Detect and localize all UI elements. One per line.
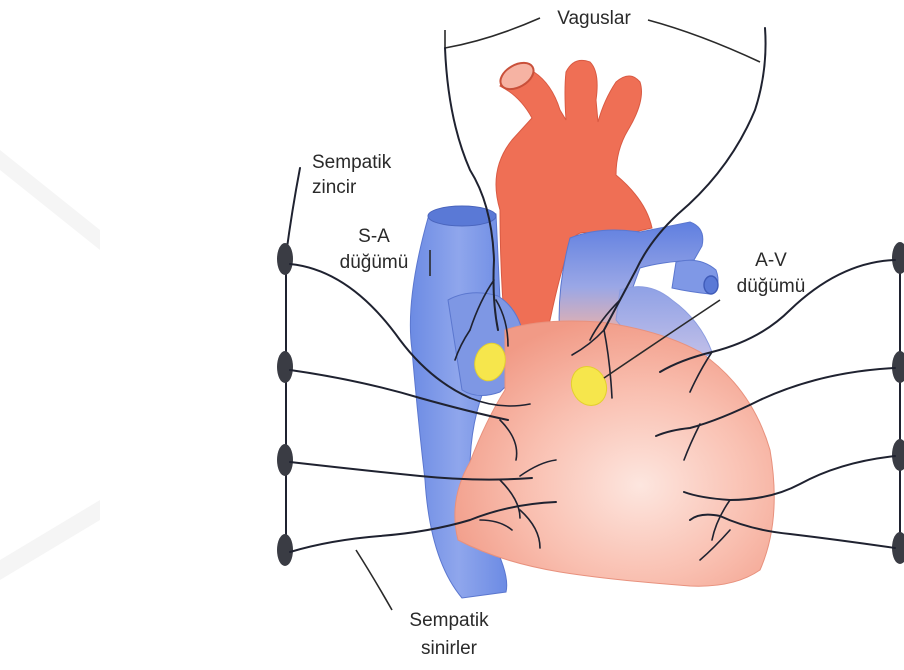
pulmonary-vein-opening [704, 276, 718, 294]
ganglion-left-1 [277, 243, 293, 275]
label-sympathetic-nerves-1: Sempatik [409, 610, 489, 631]
label-av-node-2: düğümü [737, 276, 806, 297]
ganglion-right-1 [892, 242, 904, 274]
ganglion-left-3 [277, 444, 293, 476]
label-sa-node-2: düğümü [340, 252, 409, 273]
label-sa-node-1: S-A [358, 226, 390, 247]
label-av-node-1: A-V [755, 250, 787, 271]
label-sympathetic-chain-1: Sempatik [312, 152, 392, 173]
ganglion-left-4 [277, 534, 293, 566]
ganglion-right-3 [892, 439, 904, 471]
ganglion-left-2 [277, 351, 293, 383]
label-vagus: Vaguslar [557, 8, 631, 29]
label-sympathetic-nerves-2: sinirler [421, 638, 478, 659]
ganglion-right-2 [892, 351, 904, 383]
watermark-shape [0, 150, 100, 580]
label-sympathetic-chain-2: zincir [312, 177, 357, 198]
